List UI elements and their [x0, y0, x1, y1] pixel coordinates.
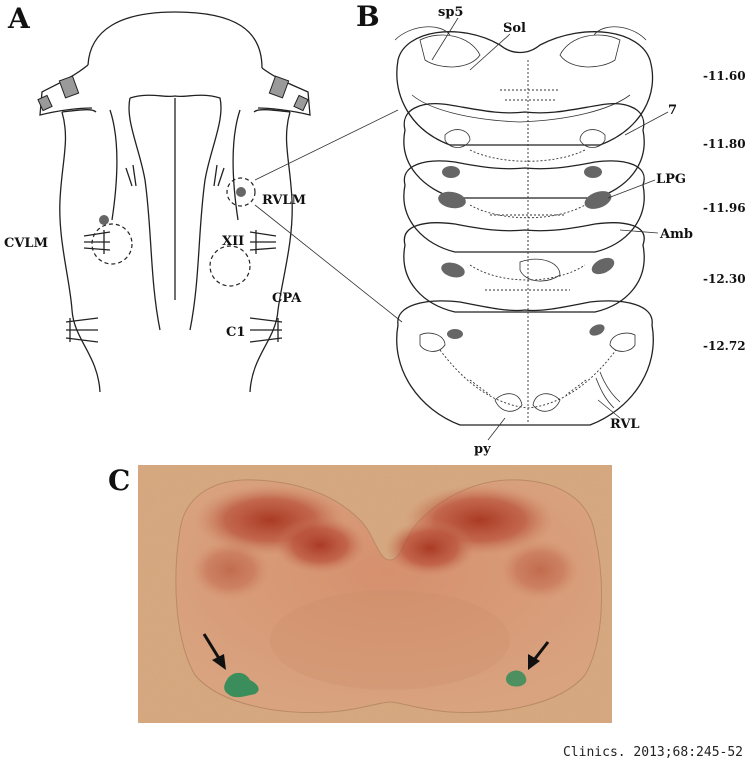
cvlm-marker-left [99, 215, 109, 225]
panel-b: B [356, 0, 746, 457]
label-amb: Amb [659, 227, 693, 242]
coord-4: -12.30 [703, 272, 746, 286]
cvlm-region-circle [91, 223, 133, 265]
panel-a: A [4, 2, 403, 393]
coord-5: -12.72 [703, 339, 746, 353]
rvlm-marker [236, 187, 246, 197]
nerve-stumps [37, 75, 309, 343]
region-markers [438, 166, 615, 339]
coronal-sections [394, 26, 654, 426]
projection-line-bottom [254, 204, 403, 323]
arrow-left [202, 633, 226, 670]
leader-lines [431, 17, 669, 441]
panel-c-letter: C [108, 464, 130, 497]
rvlm-region-circle [226, 177, 256, 207]
coord-3: -11.96 [703, 201, 746, 215]
label-rvl: RVL [610, 417, 640, 432]
green-stain-right [505, 670, 527, 687]
label-c1: C1 [226, 325, 245, 340]
label-sp5: sp5 [438, 5, 463, 20]
citation: Clinics. 2013;68:245-52 [562, 745, 743, 760]
histology-photo [138, 465, 612, 723]
projection-line-top [254, 109, 399, 181]
label-cvlm: CVLM [4, 236, 48, 251]
green-stain-left [224, 672, 259, 698]
brainstem-outline [39, 11, 311, 393]
label-rvlm: RVLM [262, 193, 306, 208]
panel-c: C [108, 464, 612, 723]
label-xii: XII [222, 234, 244, 249]
panel-b-letter: B [356, 0, 380, 33]
label-cpa: CPA [272, 291, 302, 306]
cpa-region-circle [209, 245, 251, 287]
label-sol: Sol [503, 21, 526, 36]
label-lpg: LPG [656, 172, 686, 187]
coord-1: -11.60 [703, 69, 746, 83]
coord-2: -11.80 [703, 137, 746, 151]
label-7: 7 [668, 103, 677, 118]
arrow-right [528, 641, 550, 670]
label-py: py [474, 442, 491, 457]
panel-a-letter: A [7, 2, 31, 35]
